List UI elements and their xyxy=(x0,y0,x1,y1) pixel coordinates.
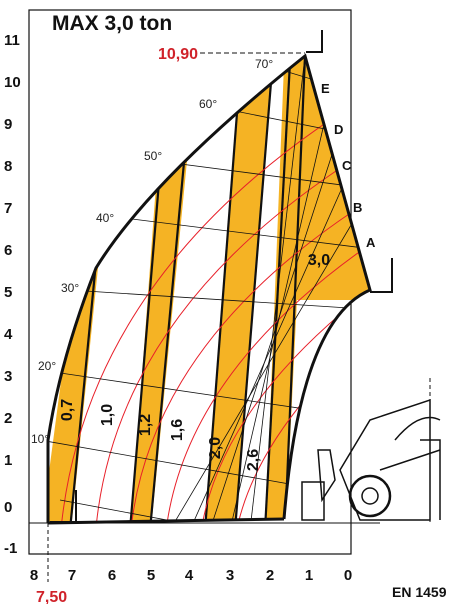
extension-label: B xyxy=(353,200,362,215)
y-tick-label: 6 xyxy=(4,242,12,259)
extension-label: C xyxy=(342,158,352,173)
extension-label: D xyxy=(334,122,343,137)
load-value-label: 2,0 xyxy=(207,437,224,459)
y-tick-label: -1 xyxy=(4,540,17,557)
x-tick-label: 7 xyxy=(68,567,76,584)
extension-label: E xyxy=(321,81,330,96)
load-value-label: 1,0 xyxy=(99,404,116,426)
y-tick-label: 4 xyxy=(4,326,13,343)
angle-label: 60° xyxy=(199,97,217,111)
angle-label: 30° xyxy=(61,281,79,295)
standard-label: EN 1459 xyxy=(392,584,447,600)
x-tick-label: 0 xyxy=(344,567,352,584)
y-tick-label: 2 xyxy=(4,410,12,427)
y-tick-label: 3 xyxy=(4,368,12,385)
band-1-2 xyxy=(130,130,190,523)
y-tick-label: 7 xyxy=(4,200,12,217)
x-tick-label: 1 xyxy=(305,567,313,584)
y-tick-label: 8 xyxy=(4,158,12,175)
fork-icons xyxy=(50,30,393,523)
angle-label: 20° xyxy=(38,359,56,373)
x-tick-label: 3 xyxy=(226,567,234,584)
load-value-label: 2,6 xyxy=(245,449,262,471)
x-tick-label: 2 xyxy=(266,567,274,584)
load-value-label: 1,2 xyxy=(137,414,154,436)
x-tick-label: 4 xyxy=(185,567,194,584)
max-reach-label: 7,50 xyxy=(36,589,67,604)
y-tick-label: 0 xyxy=(4,499,12,516)
envelope-outline xyxy=(46,53,372,523)
x-tick-label: 5 xyxy=(147,567,155,584)
x-tick-label: 8 xyxy=(30,567,38,584)
y-tick-label: 5 xyxy=(4,284,12,301)
band-2-0 xyxy=(205,70,272,523)
max-height-label: 10,90 xyxy=(158,46,198,63)
angle-label: 50° xyxy=(144,149,162,163)
angle-label: 10° xyxy=(31,432,49,446)
y-tick-label: 10 xyxy=(4,74,21,91)
envelope-base xyxy=(47,517,285,525)
x-tick-label: 6 xyxy=(108,567,116,584)
load-value-label: 1,6 xyxy=(169,419,186,441)
chart-title: MAX 3,0 ton xyxy=(52,12,172,35)
y-tick-label: 11 xyxy=(4,32,20,49)
angle-label: 40° xyxy=(96,211,114,225)
load-value-label: 3,0 xyxy=(308,252,330,269)
telehandler-icon xyxy=(301,398,441,521)
angle-label: 70° xyxy=(255,57,273,71)
y-tick-label: 9 xyxy=(4,116,12,133)
extension-label: A xyxy=(366,235,376,250)
load-value-label: 0,7 xyxy=(59,399,76,421)
y-tick-label: 1 xyxy=(4,452,12,469)
